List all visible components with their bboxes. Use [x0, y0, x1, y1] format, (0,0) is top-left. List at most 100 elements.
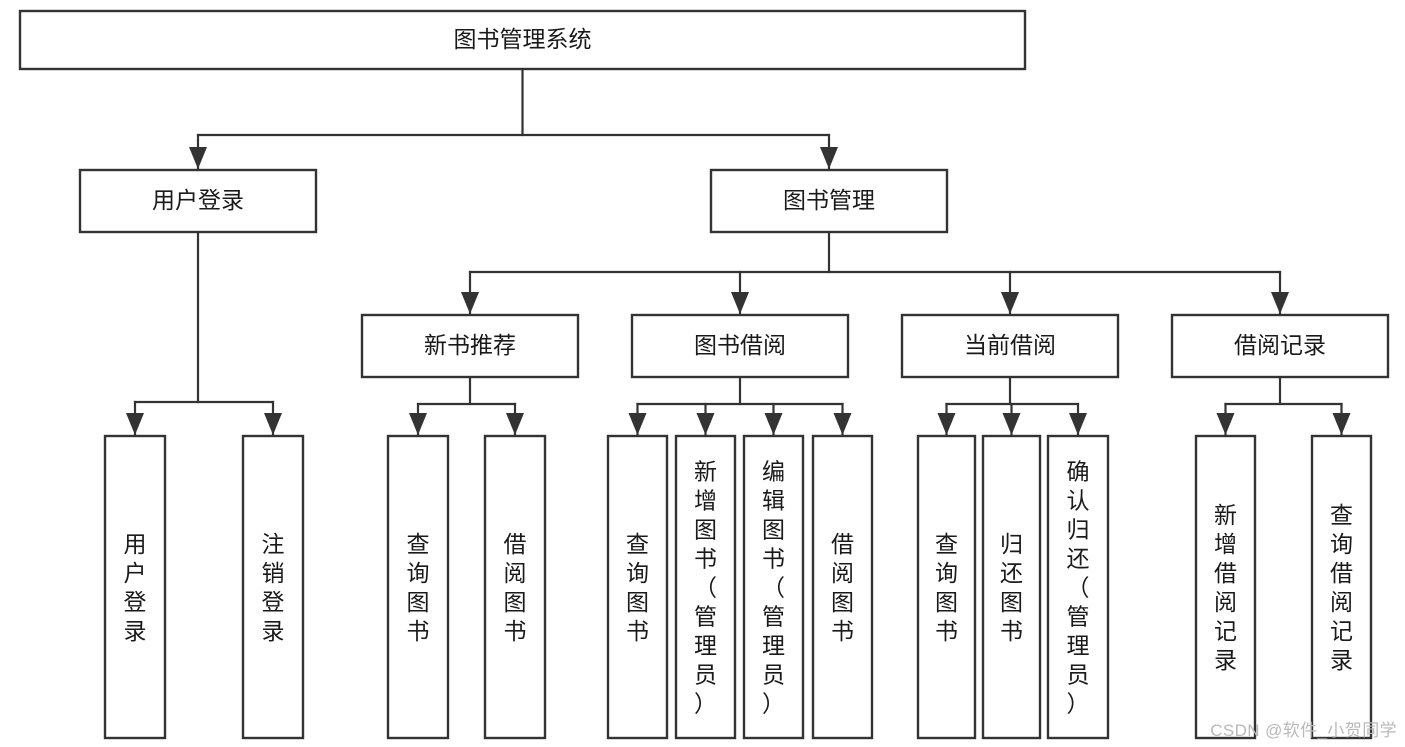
node-level1-1[interactable]: [709, 168, 949, 234]
svg-text:图: 图: [694, 517, 717, 543]
node-leaf-2-2[interactable]: [1046, 434, 1110, 740]
arrowhead-icon: [506, 413, 524, 435]
node-level2-label-0: 新书推荐: [424, 332, 516, 358]
node-level1-label-0: 用户登录: [152, 187, 244, 213]
svg-text:理: 理: [762, 633, 785, 659]
node-leaf-user-1[interactable]: [241, 434, 305, 740]
svg-text:借: 借: [831, 531, 854, 557]
arrowhead-icon: [189, 147, 207, 169]
node-leaf-0-0[interactable]: [386, 434, 450, 740]
svg-text:管: 管: [762, 604, 785, 630]
svg-text:图: 图: [407, 589, 430, 615]
svg-text:阅: 阅: [1214, 589, 1237, 615]
svg-text:借: 借: [1330, 560, 1353, 586]
node-level2-label-2: 当前借阅: [964, 332, 1056, 358]
svg-text:销: 销: [262, 560, 285, 586]
svg-text:书: 书: [935, 618, 958, 644]
svg-text:录: 录: [1214, 647, 1237, 673]
node-leaf-user-0[interactable]: [103, 434, 167, 740]
node-leaf-2-0[interactable]: [916, 434, 977, 740]
svg-text:书: 书: [1000, 618, 1023, 644]
node-root-label: 图书管理系统: [454, 26, 592, 52]
svg-text:书: 书: [831, 618, 854, 644]
svg-text:查: 查: [1330, 502, 1353, 528]
svg-text:书: 书: [762, 546, 785, 572]
node-level2-3[interactable]: [1170, 313, 1390, 379]
node-leaf-1-1[interactable]: [674, 434, 737, 740]
svg-text:阅: 阅: [1330, 589, 1353, 615]
node-leaf-3-0[interactable]: [1194, 434, 1257, 740]
svg-text:新: 新: [694, 459, 717, 485]
svg-text:阅: 阅: [504, 560, 527, 586]
svg-text:员: 员: [762, 662, 785, 688]
svg-text:辑: 辑: [762, 488, 785, 514]
svg-text:还: 还: [1000, 560, 1023, 586]
svg-text:管: 管: [1067, 604, 1090, 630]
svg-text:理: 理: [1067, 633, 1090, 659]
arrowhead-icon: [731, 292, 749, 314]
svg-text:增: 增: [694, 488, 717, 514]
svg-text:增: 增: [1214, 531, 1237, 557]
node-leaf-1-0[interactable]: [606, 434, 669, 740]
svg-text:查: 查: [407, 531, 430, 557]
node-boxes: [18, 9, 1390, 740]
node-level2-0[interactable]: [360, 313, 580, 379]
arrowhead-icon: [1002, 413, 1021, 435]
node-leaf-1-2[interactable]: [742, 434, 805, 740]
node-leaf-0-1[interactable]: [483, 434, 547, 740]
svg-text:理: 理: [694, 633, 717, 659]
node-level2-1[interactable]: [630, 313, 850, 379]
node-leaf-1-3[interactable]: [811, 434, 874, 740]
node-level2-2[interactable]: [900, 313, 1120, 379]
svg-text:录: 录: [262, 618, 285, 644]
node-level1-0[interactable]: [78, 168, 318, 234]
svg-text:登: 登: [262, 589, 285, 615]
arrowhead-icon: [764, 413, 783, 435]
node-leaf-2-1[interactable]: [981, 434, 1042, 740]
node-level1-label-1: 图书管理: [783, 187, 875, 213]
svg-text:（: （: [694, 575, 717, 601]
svg-text:登: 登: [124, 589, 147, 615]
node-leaf-3-1[interactable]: [1310, 434, 1373, 740]
svg-text:（: （: [1067, 575, 1090, 601]
svg-text:询: 询: [626, 560, 649, 586]
arrowhead-icon: [1332, 413, 1351, 435]
svg-text:注: 注: [262, 531, 285, 557]
svg-text:记: 记: [1330, 618, 1353, 644]
svg-text:书: 书: [504, 618, 527, 644]
svg-text:借: 借: [1214, 560, 1237, 586]
node-root[interactable]: [18, 9, 1027, 71]
svg-text:还: 还: [1067, 546, 1090, 572]
connector-lines: [126, 67, 1351, 436]
svg-text:户: 户: [124, 560, 147, 586]
svg-text:借: 借: [504, 531, 527, 557]
svg-text:管: 管: [694, 604, 717, 630]
arrowhead-icon: [833, 413, 852, 435]
svg-text:）: ）: [762, 691, 785, 717]
svg-text:员: 员: [694, 662, 717, 688]
svg-text:阅: 阅: [831, 560, 854, 586]
svg-text:图: 图: [504, 589, 527, 615]
arrowhead-icon: [1001, 292, 1019, 314]
svg-text:确: 确: [1067, 459, 1090, 485]
arrowhead-icon: [126, 413, 144, 435]
node-leaf-user-label-0: 用户登录: [124, 531, 147, 644]
svg-text:录: 录: [1330, 647, 1353, 673]
node-level2-label-3: 借阅记录: [1234, 332, 1326, 358]
svg-text:书: 书: [626, 618, 649, 644]
svg-text:记: 记: [1214, 618, 1237, 644]
svg-text:书: 书: [694, 546, 717, 572]
svg-text:编: 编: [762, 459, 785, 485]
